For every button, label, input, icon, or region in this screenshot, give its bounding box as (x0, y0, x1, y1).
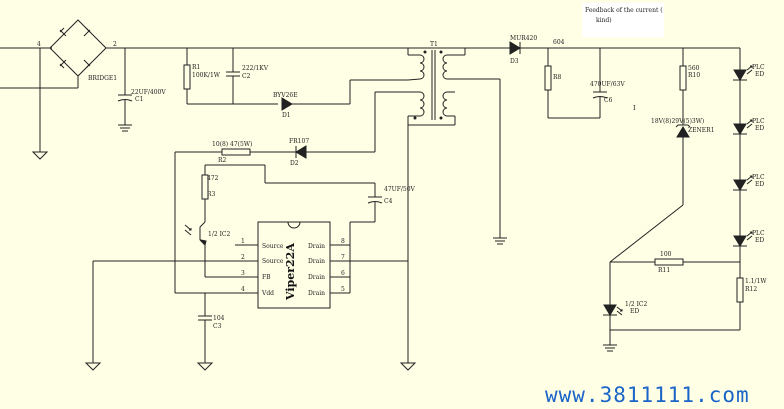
r12-ref: R12 (745, 286, 757, 293)
ic1-pin2-num: 2 (241, 254, 245, 261)
feedback-note-line1: Feedback of the current ( (585, 7, 663, 14)
ic1-pin6-num: 6 (341, 270, 345, 277)
r2-ref: R2 (218, 157, 227, 164)
ic1-title: Viper22A (284, 243, 297, 301)
viper22a-ic (235, 221, 408, 309)
c2-ref: C2 (242, 73, 251, 80)
r3-value: 472 (207, 175, 219, 182)
d3-ref: D3 (510, 58, 519, 65)
led1-l2: ED (755, 71, 764, 78)
ic1-pin3-num: 3 (241, 270, 245, 277)
transformer-t1 (375, 48, 465, 126)
d3-part: MUR420 (510, 35, 537, 42)
led4-l2: ED (755, 237, 764, 244)
ic1-pin4-num: 4 (241, 286, 245, 293)
bridge-pin4: 4 (37, 41, 41, 48)
led4-l1: PLC (752, 230, 765, 237)
ic2b-label1: 1/2 IC2 (625, 301, 648, 308)
led3-l1: PLC (752, 174, 765, 181)
r11-value: 100 (660, 251, 672, 258)
r10-value: 560 (688, 65, 700, 72)
current-sense-network (603, 258, 744, 352)
ic1-pin2-name: Source (262, 258, 284, 265)
r10-zener-branch (609, 48, 691, 263)
led1-l1: PLC (752, 64, 765, 71)
ic1-pin7-name: Drain (308, 258, 325, 265)
c3-ref: C3 (213, 323, 222, 330)
ground-symbol-left (31, 150, 49, 160)
ic2b-label2: ED (630, 308, 639, 315)
bridge-pin2: 2 (113, 41, 117, 48)
d2-part: FR107 (289, 138, 309, 145)
r11-ref: R11 (658, 267, 670, 274)
c4-ref: C4 (384, 198, 393, 205)
d1-part: BYV26E (273, 92, 298, 99)
diode-d1 (281, 79, 408, 111)
ic1-pin8-num: 8 (341, 238, 345, 245)
ic2a-label: 1/2 IC2 (208, 231, 231, 238)
led2-l1: PLC (752, 118, 765, 125)
secondary-output (464, 41, 740, 245)
r10-ref: R10 (688, 72, 700, 79)
mark-i: I (633, 104, 636, 112)
r2-value: 10(8) 47(5W) (212, 141, 252, 148)
r1-value: 100K/1W (192, 72, 221, 79)
ic1-pin8-name: Drain (308, 243, 325, 250)
c6-ref: C6 (604, 97, 613, 104)
zener-ref: ZENER1 (688, 127, 715, 134)
r8-ref: R8 (553, 74, 562, 81)
c1-value: 22UF/400V (131, 89, 166, 96)
t1-ref: T1 (430, 41, 438, 48)
c6-value: 470UF/63V (590, 81, 625, 88)
r1-ref: R1 (192, 64, 200, 71)
feedback-note-box (582, 3, 664, 37)
r12-value: 1.1/1W (745, 278, 767, 285)
capacitor-c1 (117, 48, 133, 132)
d2-ref: D2 (290, 160, 299, 167)
ic-ground-network (84, 116, 417, 371)
snubber-r1-c2 (183, 48, 278, 105)
bridge-label: BRIDGE1 (88, 75, 117, 82)
ic1-pin3-name: FB (262, 274, 271, 281)
c2-value: 222/1KV (242, 65, 269, 72)
r8-value: 604 (553, 39, 565, 46)
led-string (733, 48, 753, 262)
led2-l2: ED (755, 125, 764, 132)
c3-value: 104 (213, 315, 225, 322)
c4-value: 47UF/50V (384, 186, 416, 193)
r3-ref: R3 (207, 191, 216, 198)
ic1-pin5-name: Drain (308, 290, 325, 297)
ic1-pin7-num: 7 (341, 254, 345, 261)
d1-ref: D1 (282, 112, 291, 119)
watermark-url: www.3811111.com (545, 383, 750, 407)
ic1-pin4-name: Vdd (261, 290, 274, 297)
ic1-pin1-name: Source (262, 243, 284, 250)
zener-value: 18V(8)29V(5)3W) (651, 118, 704, 125)
r8-c6-filter (544, 48, 608, 119)
ic1-pin6-name: Drain (308, 274, 325, 281)
feedback-note-line2: kind) (596, 17, 612, 24)
led3-l2: ED (755, 181, 764, 188)
mains-input-wires (0, 47, 78, 150)
ic1-pin5-num: 5 (341, 286, 345, 293)
ic1-pin1-num: 1 (241, 238, 245, 245)
c1-ref: C1 (135, 96, 143, 103)
